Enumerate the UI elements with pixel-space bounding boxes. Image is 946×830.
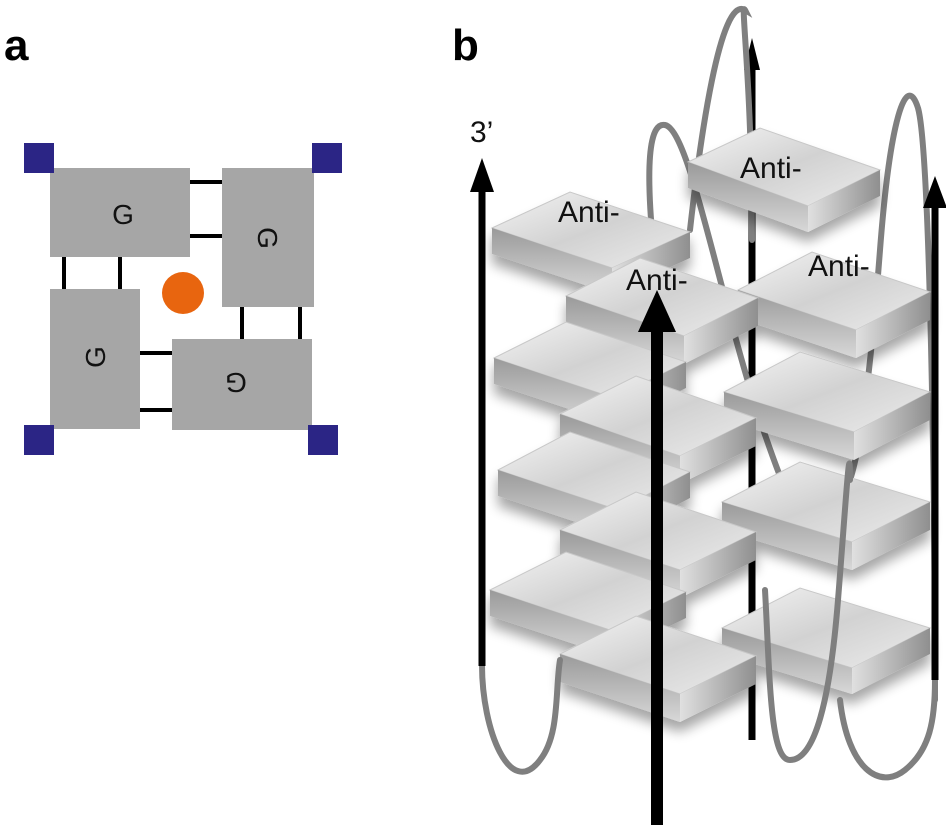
sugar-corner-marker	[24, 143, 54, 173]
sugar-corner-marker	[308, 425, 338, 455]
strand-arrowhead	[923, 176, 946, 208]
guanine-label: G	[80, 346, 111, 368]
backbone-loop	[479, 657, 563, 775]
panel-a-label: a	[4, 21, 29, 70]
panel-b-label: b	[452, 21, 479, 70]
guanine-label: G	[112, 199, 134, 230]
guanine-tile: G	[50, 289, 140, 429]
quartet-plate	[722, 351, 932, 460]
panel-b: b	[452, 5, 946, 825]
guanine-tile: G	[50, 168, 190, 257]
sugar-corner-marker	[312, 143, 342, 173]
guanine-label: G	[225, 367, 247, 398]
backbone-loop	[687, 5, 755, 243]
anti-label: Anti-	[808, 250, 870, 283]
anti-label: Anti-	[740, 152, 802, 185]
three-prime-label: 3’	[470, 116, 493, 149]
quartet-plate	[720, 587, 932, 694]
guanine-label: G	[252, 227, 283, 249]
sugar-corner-marker	[24, 425, 54, 455]
front-strands	[470, 158, 946, 825]
backbone-loop	[837, 677, 938, 781]
backbone-loops-front	[479, 460, 938, 781]
anti-label: Anti-	[558, 196, 620, 229]
quartet-plate	[720, 461, 932, 570]
guanine-tile: G	[222, 168, 314, 307]
hoogsteen-bonds	[62, 180, 302, 412]
quartet-plate	[686, 127, 882, 232]
central-cation	[162, 272, 204, 314]
strand-arrowhead	[470, 158, 494, 192]
guanine-tile: G	[172, 339, 312, 430]
backbone-loop	[762, 460, 853, 764]
quartet-plate	[736, 251, 932, 358]
strand-arrowhead	[638, 290, 676, 332]
quartet-stack	[488, 127, 932, 722]
panel-a: a G G G G	[4, 21, 342, 455]
